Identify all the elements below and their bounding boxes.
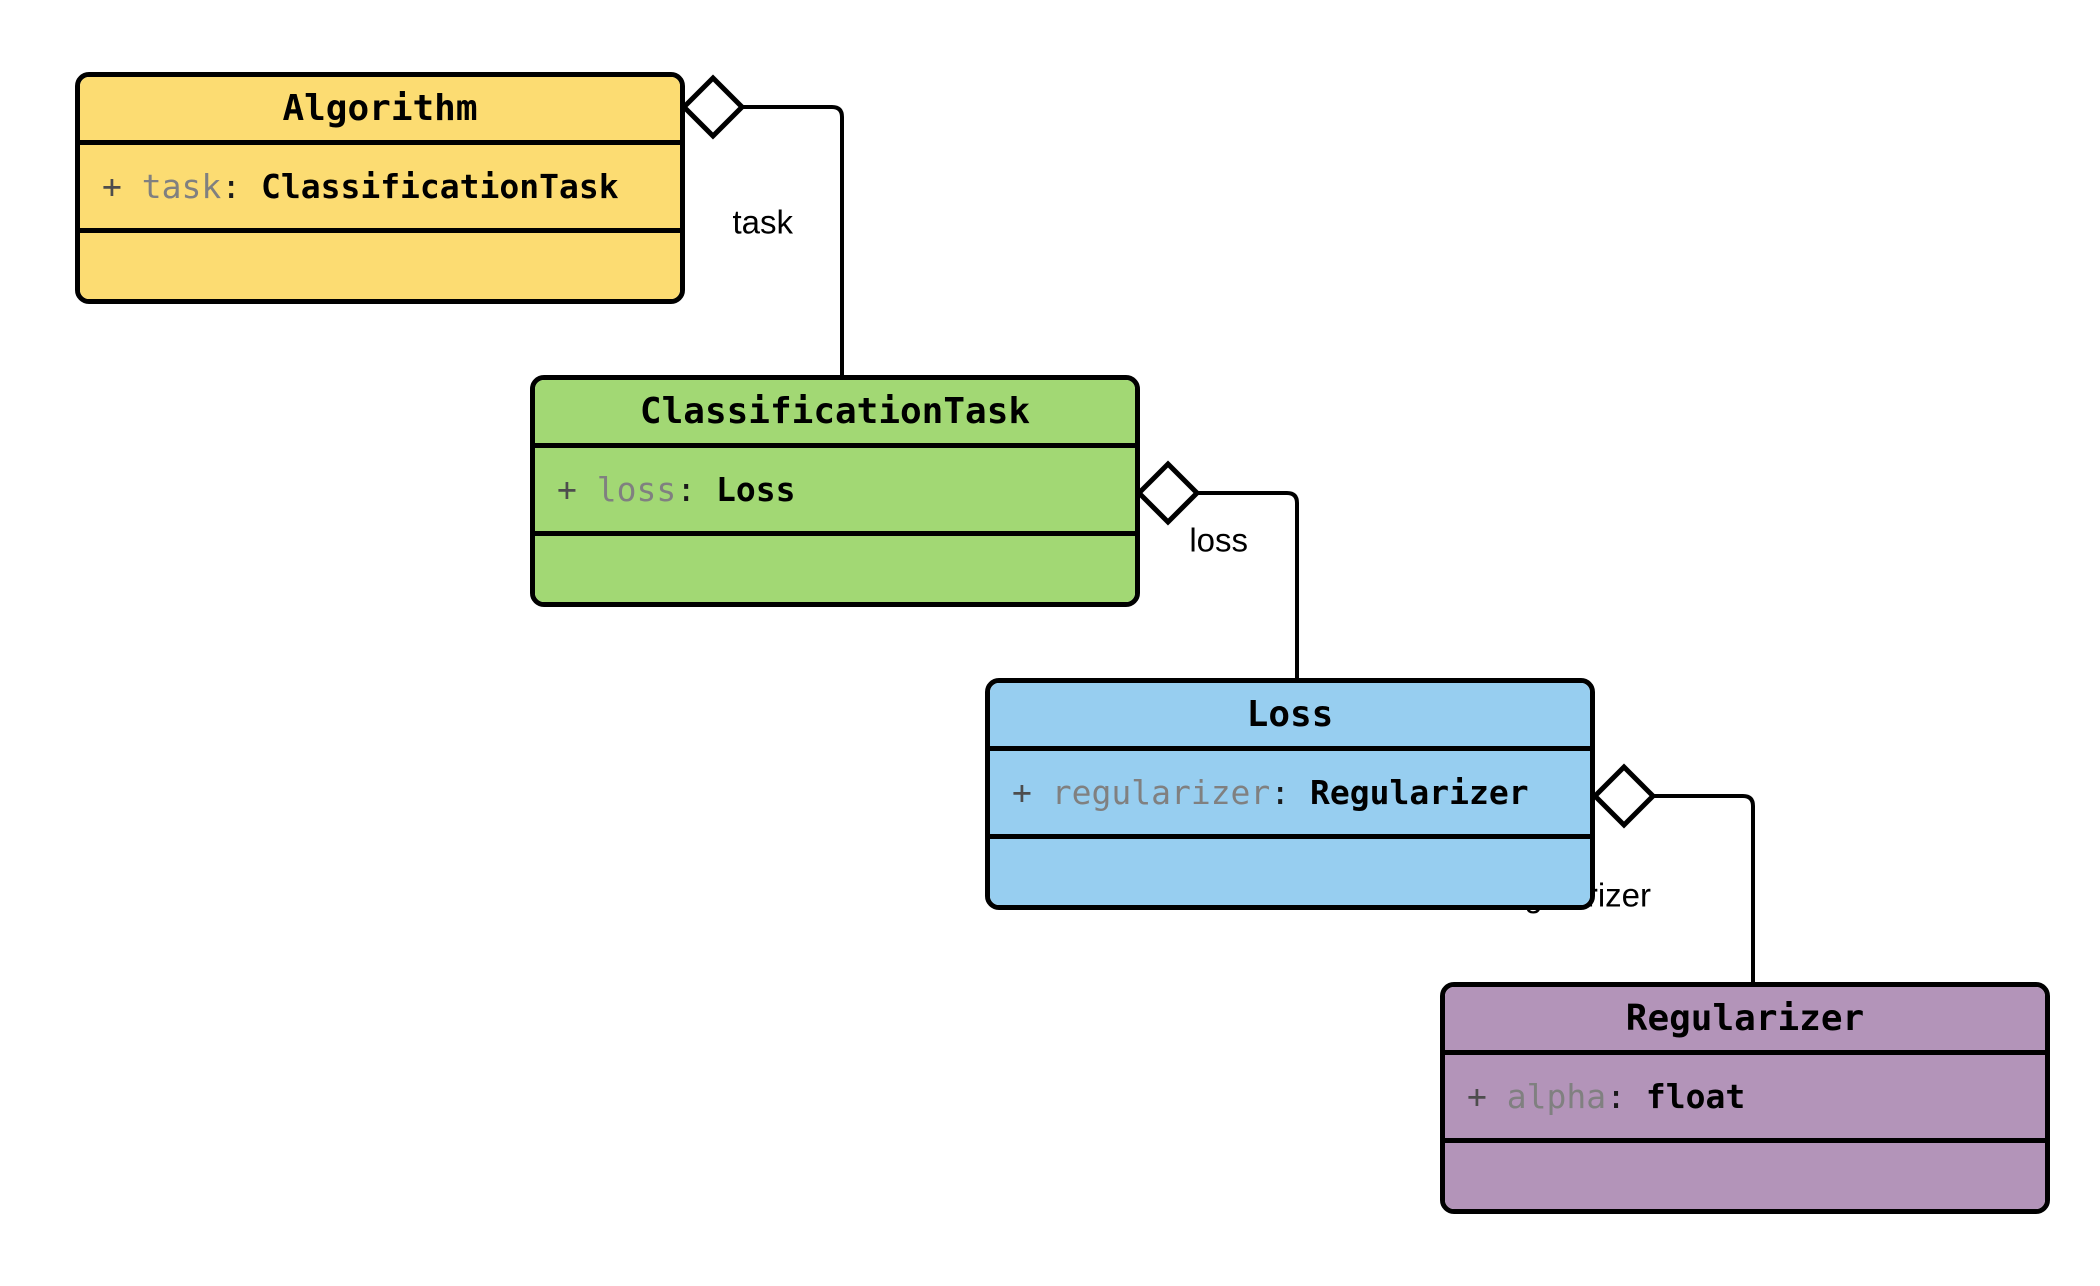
relationship-task-loss[interactable] (1135, 460, 1299, 678)
attribute-row: + alpha: float (1467, 1077, 1745, 1116)
attribute-type: Regularizer (1310, 773, 1529, 812)
attribute-row: + loss: Loss (557, 470, 795, 509)
uml-class-classificationtask[interactable]: ClassificationTask + loss: Loss (530, 375, 1140, 607)
attribute-row: + task: ClassificationTask (102, 167, 619, 206)
attribute-separator: : (1606, 1077, 1626, 1116)
attribute-separator: : (676, 470, 697, 509)
attribute-name: alpha (1506, 1077, 1607, 1116)
class-methods-regularizer (1445, 1143, 2045, 1209)
attribute-visibility: + (1467, 1077, 1487, 1116)
class-name-classificationtask: ClassificationTask (535, 380, 1135, 448)
attribute-visibility: + (1012, 773, 1032, 812)
relationship-algorithm-task[interactable] (680, 74, 844, 375)
class-methods-loss (990, 839, 1590, 905)
attribute-name: task (141, 167, 222, 206)
aggregation-diamond-icon (1135, 460, 1201, 526)
attribute-separator: : (1270, 773, 1291, 812)
uml-class-loss[interactable]: Loss + regularizer: Regularizer (985, 678, 1595, 910)
attribute-visibility: + (102, 167, 122, 206)
relationship-line (1197, 491, 1299, 678)
class-methods-algorithm (80, 233, 680, 299)
relationship-line (742, 105, 844, 375)
attribute-name: regularizer (1051, 773, 1271, 812)
attribute-name: loss (596, 470, 677, 509)
class-methods-classificationtask (535, 536, 1135, 602)
attribute-type: float (1645, 1077, 1746, 1116)
class-attributes-classificationtask: + loss: Loss (535, 448, 1135, 536)
class-attributes-loss: + regularizer: Regularizer (990, 751, 1590, 839)
attribute-separator: : (221, 167, 242, 206)
relationship-line (1653, 794, 1755, 982)
attribute-type: ClassificationTask (260, 167, 619, 206)
aggregation-diamond-icon (680, 74, 746, 140)
uml-class-regularizer[interactable]: Regularizer + alpha: float (1440, 982, 2050, 1214)
class-name-algorithm: Algorithm (80, 77, 680, 145)
class-name-regularizer: Regularizer (1445, 987, 2045, 1055)
relationship-label-task: task (730, 202, 795, 242)
relationship-loss-regularizer[interactable] (1591, 763, 1755, 982)
attribute-visibility: + (557, 470, 577, 509)
class-attributes-algorithm: + task: ClassificationTask (80, 145, 680, 233)
aggregation-diamond-icon (1591, 763, 1657, 829)
class-name-loss: Loss (990, 683, 1590, 751)
relationship-label-loss: loss (1187, 520, 1250, 560)
attribute-row: + regularizer: Regularizer (1012, 773, 1529, 812)
attribute-type: Loss (715, 470, 796, 509)
uml-class-algorithm[interactable]: Algorithm + task: ClassificationTask (75, 72, 685, 304)
class-attributes-regularizer: + alpha: float (1445, 1055, 2045, 1143)
